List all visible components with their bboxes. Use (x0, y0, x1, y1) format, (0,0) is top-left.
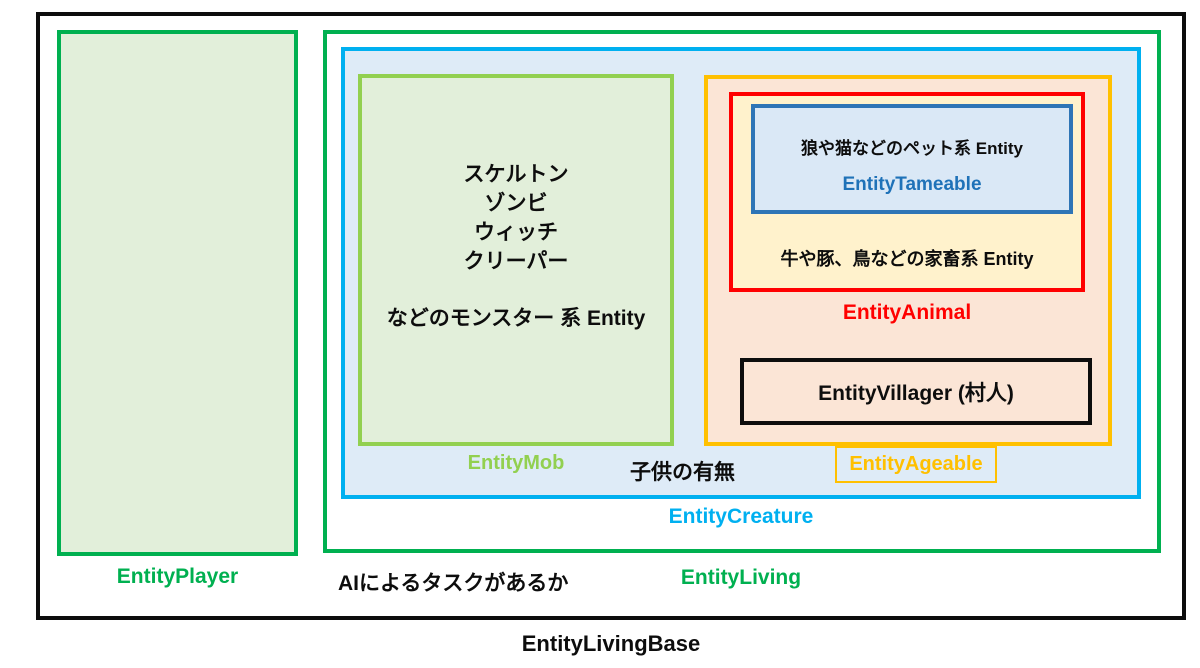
entity-player-label: EntityPlayer (116, 565, 239, 588)
entity-tameable-box: 狼や猫などのペット系 Entity EntityTameable (751, 104, 1073, 214)
ai-task-annotation: AIによるタスクがあるか (338, 572, 569, 595)
monster-item-zombie: ゾンビ (484, 192, 548, 215)
entity-animal-label: EntityAnimal (842, 301, 972, 324)
monster-list: スケルトン ゾンビ ウィッチ クリーパー (362, 160, 670, 276)
livestock-text: 牛や豚、鳥などの家畜系 Entity (780, 249, 1034, 269)
monster-item-skeleton: スケルトン (463, 163, 569, 186)
entity-ageable-label: EntityAgeable (835, 446, 997, 483)
entity-tameable-label: EntityTameable (842, 174, 982, 195)
entity-living-base-label: EntityLivingBase (521, 631, 701, 656)
entity-villager-box: EntityVillager (村人) (740, 358, 1092, 425)
monster-item-witch: ウィッチ (474, 221, 558, 244)
entity-mob-box: スケルトン ゾンビ ウィッチ クリーパー などのモンスター 系 Entity (358, 74, 674, 446)
entity-mob-label: EntityMob (467, 452, 565, 474)
monster-summary-text: などのモンスター 系 Entity (386, 307, 646, 330)
monster-item-creeper: クリーパー (463, 250, 569, 273)
entity-villager-label: EntityVillager (村人) (818, 381, 1014, 405)
pet-text: 狼や猫などのペット系 Entity (801, 139, 1023, 158)
entity-living-label: EntityLiving (680, 566, 802, 589)
entity-player-box (57, 30, 298, 556)
children-annotation: 子供の有無 (630, 461, 735, 484)
entity-creature-label: EntityCreature (668, 505, 814, 528)
